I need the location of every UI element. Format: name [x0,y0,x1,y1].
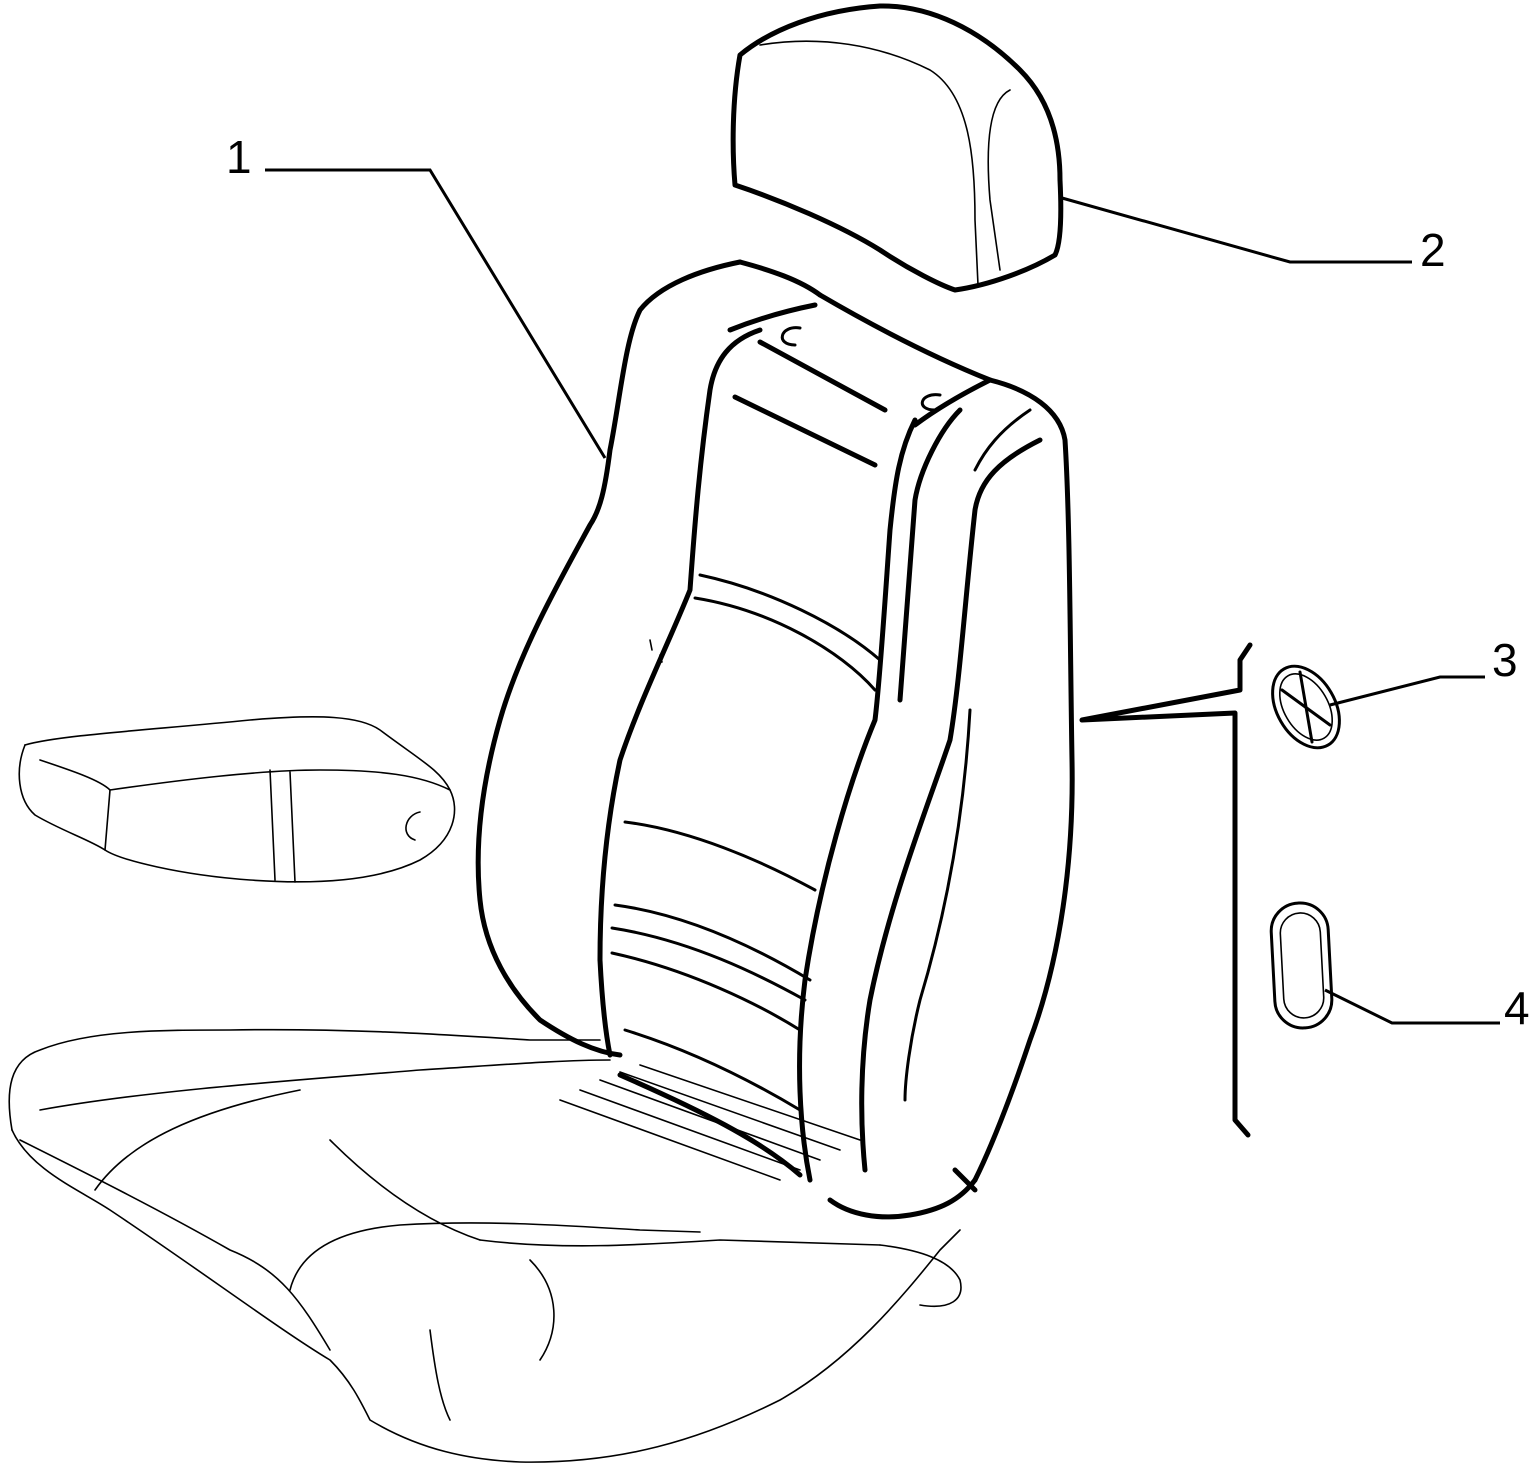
leader-line-3 [1329,675,1485,707]
leader-line-1 [265,168,607,459]
callout-label-3: 3 [1492,634,1518,686]
armrest [18,716,456,883]
leader-line-4 [1324,988,1500,1025]
round-clip-icon [1271,664,1341,750]
seat-cushion [8,1028,962,1463]
callout-label-2: 2 [1420,224,1446,276]
callout-label-4: 4 [1504,982,1530,1034]
leader-line-2 [1061,196,1412,264]
headrest [730,3,1064,293]
callout-label-1: 1 [226,131,252,183]
oval-trim-icon [1269,901,1334,1030]
detail-bracket [1079,642,1253,1138]
seat-backrest [475,259,1075,1220]
